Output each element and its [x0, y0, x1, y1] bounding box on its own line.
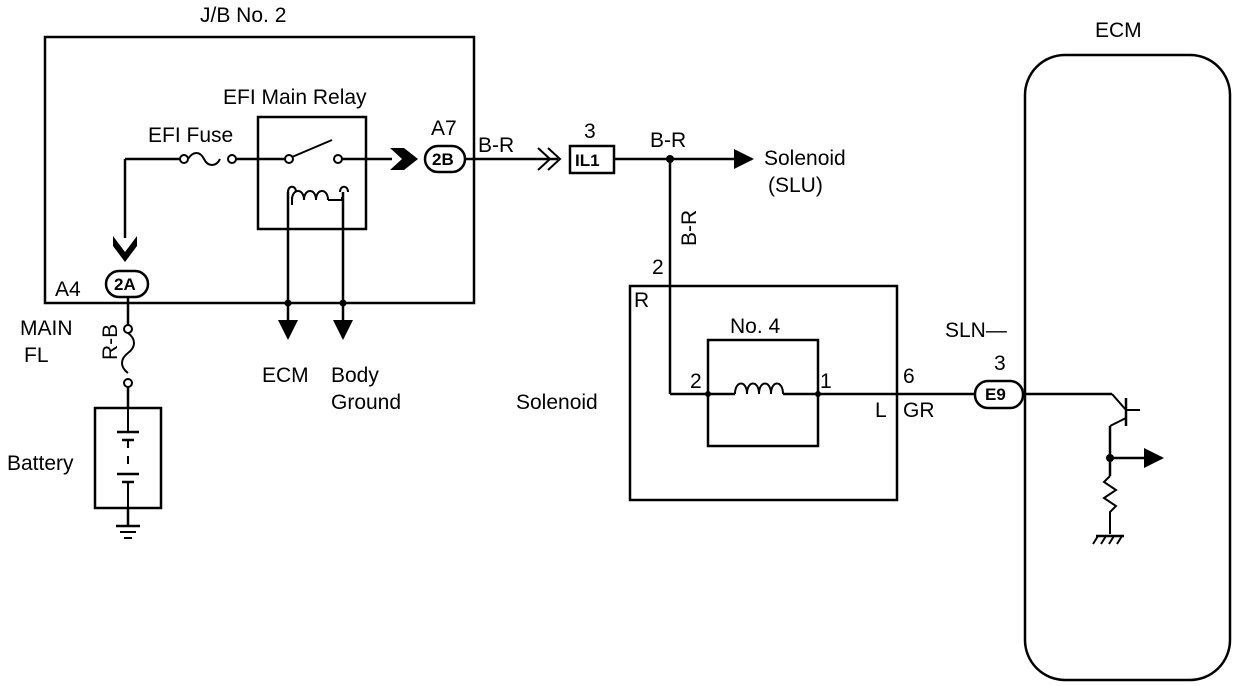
a7-label: A7 [431, 117, 457, 140]
solenoid-label: Solenoid [516, 391, 598, 414]
relay-coil-icon [287, 185, 349, 205]
br-wire-label-2: B-R [650, 129, 686, 152]
battery-label: Battery [7, 452, 74, 475]
br-wire-label-1: B-R [478, 134, 514, 157]
solenoid-pin-6: 6 [903, 365, 915, 388]
junction-block-label: J/B No. 2 [200, 4, 286, 27]
battery-ground-icon [116, 508, 140, 539]
connector-e9-label: E9 [985, 385, 1006, 404]
br-wire-label-vertical: B-R [678, 210, 701, 246]
solenoid-slu-label-1: Solenoid [764, 147, 846, 170]
coil-pin-1: 1 [820, 370, 832, 393]
connector-2b-label: 2B [432, 150, 454, 169]
fusible-link-terminal [123, 324, 133, 334]
e9-pin-3: 3 [994, 352, 1006, 375]
wire-l-label: L [875, 399, 887, 422]
ecm-output-label: ECM [262, 364, 309, 387]
solenoid-slu-label-2: (SLU) [768, 174, 823, 197]
efi-main-relay-label: EFI Main Relay [223, 86, 367, 109]
connector-il1-label: IL1 [575, 151, 600, 170]
transistor-icon [1023, 392, 1140, 476]
fusible-link-terminal [123, 378, 133, 388]
solenoid-r-label: R [634, 289, 649, 312]
connector-arrow-a7 [390, 148, 418, 170]
main-fl-label-2: FL [24, 344, 49, 367]
efi-fuse-label: EFI Fuse [148, 124, 233, 147]
ecm-resistor-icon [1102, 475, 1118, 534]
battery-icon [117, 408, 139, 508]
solenoid-coil-icon [734, 382, 784, 395]
rb-wire-label: R-B [99, 324, 122, 360]
wire-gr-label: GR [903, 399, 935, 422]
efi-main-relay-box [256, 115, 368, 231]
pin-dot [705, 391, 711, 397]
junction-dot [284, 299, 292, 307]
sln-label: SLN— [945, 319, 1007, 342]
ecm-box [1023, 53, 1232, 682]
junction-block-box [43, 35, 476, 305]
no4-label: No. 4 [730, 315, 781, 338]
ecm-title: ECM [1095, 19, 1142, 42]
efi-fuse-icon [125, 152, 258, 166]
fusible-link-icon [121, 332, 135, 374]
pin-dot [815, 391, 821, 397]
il1-pin-3: 3 [584, 120, 596, 143]
ecm-ground-icon [1092, 534, 1124, 545]
junction-dot [339, 299, 347, 307]
connector-chevron-il1 [537, 147, 552, 171]
connector-2a-label: 2A [114, 275, 136, 294]
coil-pin-2: 2 [690, 370, 702, 393]
connector-arrow-a4 [113, 236, 137, 262]
main-fl-label-1: MAIN [20, 317, 73, 340]
solenoid-pin-2-top: 2 [652, 256, 664, 279]
connector-chevron-il1-2 [547, 147, 562, 171]
body-ground-label-2: Ground [331, 391, 401, 414]
body-ground-label-1: Body [331, 364, 379, 387]
a4-label: A4 [55, 278, 81, 301]
relay-switch [258, 139, 366, 164]
